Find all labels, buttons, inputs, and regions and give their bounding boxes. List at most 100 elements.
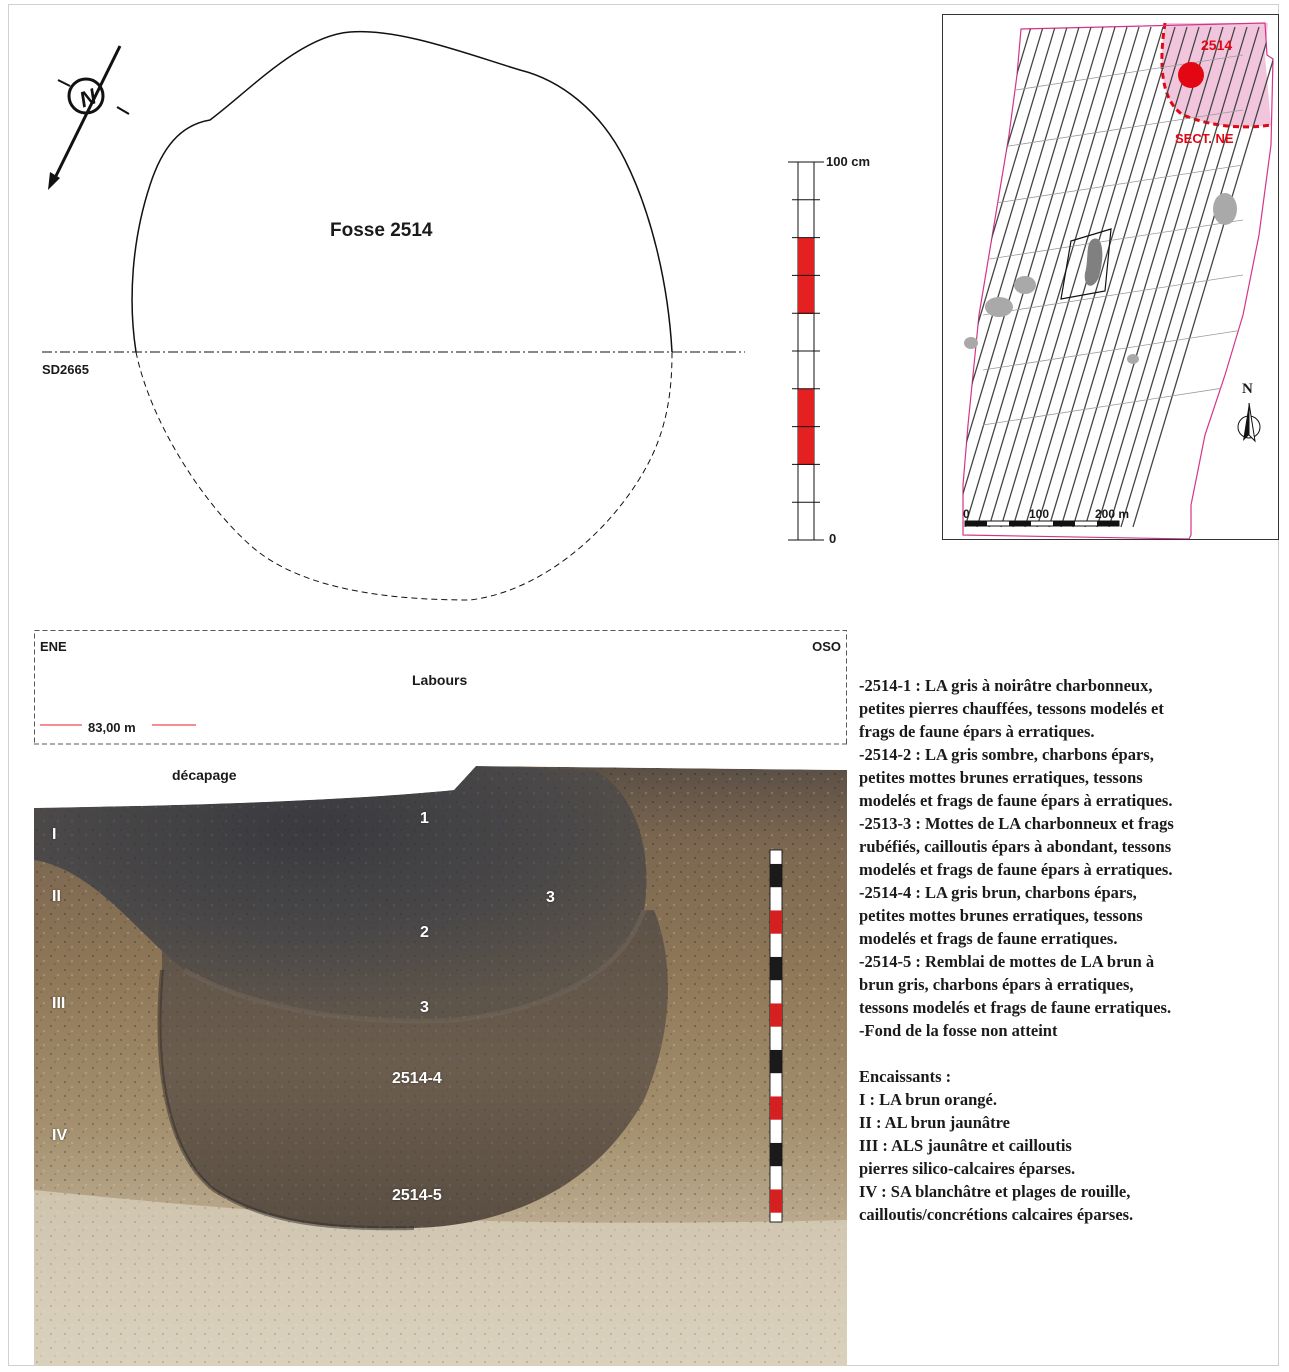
measuring-staff xyxy=(769,849,783,1223)
trench-line xyxy=(1120,26,1272,528)
trench-line xyxy=(982,219,1244,261)
grey-feature xyxy=(1014,276,1036,294)
trench-line xyxy=(982,164,1244,206)
orientation-right: OSO xyxy=(812,639,841,654)
legend-line: -2514-4 : LA gris brun, charbons épars, xyxy=(859,883,1137,902)
legend-line: modelés et frags de faune épars à errati… xyxy=(859,791,1173,810)
altitude-label: 83,00 m xyxy=(88,720,136,735)
scale-bottom-label: 0 xyxy=(829,531,837,546)
legend-line: -2513-3 : Mottes de LA charbonneux et fr… xyxy=(859,814,1174,833)
map-scale-label: 100 xyxy=(1029,507,1050,521)
trench-line xyxy=(963,26,1080,528)
fill-layer-label: 3 xyxy=(420,999,429,1016)
section-photo: ENE OSO Labours 83,00 m décapage I II II… xyxy=(34,630,847,1366)
fill-layer-label: 3 xyxy=(546,889,555,906)
section-line-label: SD2665 xyxy=(42,362,89,377)
ne-sector-boundary xyxy=(1160,22,1272,129)
map-pit-label: 2514 xyxy=(1201,37,1233,53)
orientation-left: ENE xyxy=(40,639,67,654)
map-north-label: N xyxy=(1242,381,1253,397)
host-line: pierres silico-calcaires éparses. xyxy=(859,1159,1076,1178)
trench-line xyxy=(982,109,1244,151)
fill-layer-label: 2514-4 xyxy=(392,1070,442,1087)
grey-feature xyxy=(964,337,978,349)
staff-body xyxy=(769,849,783,1223)
staff-segment xyxy=(770,863,782,888)
trench-line xyxy=(1024,26,1176,528)
trench-lines xyxy=(963,26,1273,528)
trench-line xyxy=(1072,26,1224,528)
site-plan xyxy=(962,22,1274,539)
grey-feature xyxy=(985,297,1013,317)
trench-line xyxy=(1048,26,1200,528)
trench-line xyxy=(1084,26,1236,528)
scale-bar xyxy=(788,161,824,541)
staff-segment xyxy=(770,1142,782,1167)
trench-line xyxy=(976,26,1128,528)
grey-feature xyxy=(1213,193,1237,225)
host-title: Encaissants : xyxy=(859,1067,952,1086)
pit-plan-view: N xyxy=(42,30,824,601)
host-layer-label: II xyxy=(52,888,61,905)
map-scale-label: 200 m xyxy=(1095,507,1130,521)
legend-line: modelés et frags de faune erratiques. xyxy=(859,929,1118,948)
trench-line xyxy=(982,384,1244,426)
grey-feature xyxy=(1127,354,1139,364)
trench-line xyxy=(1096,26,1248,528)
map-sector-label: SECT. NE xyxy=(1175,131,1234,146)
trench-line xyxy=(1108,26,1260,528)
host-line: IV : SA blanchâtre et plages de rouille, xyxy=(859,1182,1131,1201)
legend-line: modelés et frags de faune épars à errati… xyxy=(859,860,1173,879)
host-layer-label: I xyxy=(52,826,57,843)
layer-description-legend: -2514-1 : LA gris à noirâtre charbonneux… xyxy=(859,674,1279,1226)
legend-line: frags de faune épars à erratiques. xyxy=(859,722,1095,741)
central-feature xyxy=(1084,238,1103,286)
host-line: II : AL brun jaunâtre xyxy=(859,1113,1010,1132)
pit-location-marker xyxy=(1178,62,1204,88)
fill-layer-label: 2 xyxy=(420,924,429,941)
staff-segment xyxy=(770,1096,782,1120)
legend-line: -2514-2 : LA gris sombre, charbons épars… xyxy=(859,745,1154,764)
host-line: cailloutis/concrétions calcaires éparses… xyxy=(859,1205,1134,1224)
legend-line: brun gris, charbons épars à erratiques, xyxy=(859,975,1134,994)
staff-segment xyxy=(770,1003,782,1027)
pit-outline-restituted xyxy=(135,351,673,601)
excavation-boundary xyxy=(962,22,1274,539)
trench-line xyxy=(964,26,1116,528)
trench-line xyxy=(982,274,1244,316)
trench-line xyxy=(982,54,1244,96)
scale-red-segment xyxy=(798,238,814,314)
map-scale-bar xyxy=(964,520,1120,527)
staff-segment xyxy=(770,910,782,934)
pit-title: Fosse 2514 xyxy=(330,220,433,241)
legend-line: -Fond de la fosse non atteint xyxy=(859,1021,1058,1040)
scale-top-label: 100 cm xyxy=(826,154,871,169)
staff-segment xyxy=(770,1049,782,1074)
trench-line xyxy=(963,26,1068,528)
fill-descriptions: -2514-1 : LA gris à noirâtre charbonneux… xyxy=(859,674,1279,1042)
trench-line xyxy=(963,26,984,528)
host-descriptions: I : LA brun orangé. II : AL brun jaunâtre… xyxy=(859,1088,1279,1226)
legend-line: petites pierres chauffées, tessons model… xyxy=(859,699,1164,718)
section-illustration xyxy=(34,630,847,1366)
pit-outline-observed xyxy=(131,30,673,353)
trench-line xyxy=(1060,26,1212,528)
central-enclosure xyxy=(1060,228,1112,300)
legend-line: tessons modelés et frags de faune errati… xyxy=(859,998,1172,1017)
staff-segment xyxy=(770,1189,782,1213)
decapage-label: décapage xyxy=(172,767,237,783)
host-line: I : LA brun orangé. xyxy=(859,1090,997,1109)
trench-line xyxy=(988,26,1140,528)
trench-line xyxy=(982,329,1244,371)
labours-label: Labours xyxy=(412,672,468,688)
host-line: III : ALS jaunâtre et cailloutis xyxy=(859,1136,1072,1155)
legend-line: petites mottes brunes erratiques, tesson… xyxy=(859,906,1143,925)
trench-line xyxy=(1000,26,1152,528)
legend-line: rubéfiés, cailloutis épars à abondant, t… xyxy=(859,837,1172,856)
map-scale-label: 0 xyxy=(963,507,970,521)
legend-line: -2514-5 : Remblai de mottes de LA brun à xyxy=(859,952,1155,971)
trench-line xyxy=(1036,26,1188,528)
legend-line: -2514-1 : LA gris à noirâtre charbonneux… xyxy=(859,676,1153,695)
fill-layer-label: 1 xyxy=(420,810,429,827)
host-layer-label: IV xyxy=(52,1127,68,1144)
